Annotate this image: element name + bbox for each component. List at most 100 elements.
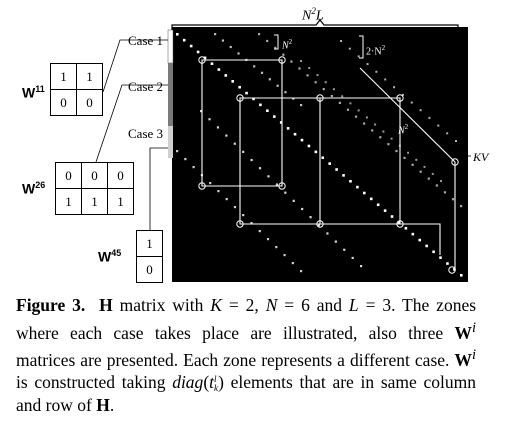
h-matrix-diagram bbox=[94, 19, 471, 282]
matrix-element bbox=[335, 168, 338, 171]
matrix-element bbox=[196, 50, 200, 54]
matrix-element bbox=[446, 132, 449, 135]
matrix-element bbox=[428, 116, 431, 119]
matrix-element bbox=[326, 232, 329, 235]
matrix-element bbox=[340, 40, 342, 42]
caption-t-sub: k bbox=[214, 383, 219, 394]
matrix-element bbox=[217, 68, 221, 71]
matrix-element bbox=[343, 248, 346, 251]
matrix-element bbox=[184, 158, 187, 161]
matrix-element bbox=[374, 123, 377, 126]
matrix-element bbox=[250, 222, 253, 225]
w26-name: W26 bbox=[22, 180, 46, 197]
matrix-element bbox=[276, 84, 279, 87]
w11-cell: 0 bbox=[50, 89, 77, 116]
matrix-element bbox=[258, 167, 262, 170]
matrix-element bbox=[455, 140, 457, 142]
matrix-element bbox=[410, 101, 413, 104]
matrix-element bbox=[404, 226, 408, 230]
w11-name: W11 bbox=[22, 84, 45, 101]
matrix-element bbox=[322, 88, 325, 91]
w26-cell: 1 bbox=[107, 188, 134, 215]
matrix-element bbox=[393, 86, 396, 89]
figure-caption: Figure 3. H matrix with K = 2, N = 6 and… bbox=[16, 295, 477, 415]
matrix-element bbox=[221, 39, 225, 42]
matrix-element bbox=[342, 174, 345, 177]
caption-text: is constructed taking bbox=[16, 372, 173, 393]
matrix-element bbox=[407, 151, 410, 154]
matrix-element bbox=[435, 184, 438, 187]
matrix-element bbox=[349, 179, 352, 183]
matrix-element bbox=[253, 65, 256, 68]
matrix-element bbox=[245, 91, 248, 95]
matrix-element bbox=[275, 246, 278, 249]
caption-text: elements that are in same column and row… bbox=[16, 372, 476, 415]
n2-label: N2 bbox=[282, 38, 293, 52]
matrix-element bbox=[189, 44, 193, 48]
matrix-element bbox=[274, 46, 277, 49]
case2-leader bbox=[94, 84, 168, 166]
caption-text: matrices are presented. Each zone repres… bbox=[16, 349, 455, 370]
matrix-element bbox=[425, 244, 428, 248]
matrix-element bbox=[411, 232, 415, 236]
matrix-element bbox=[395, 149, 398, 153]
matrix-element bbox=[403, 156, 406, 160]
matrix-element bbox=[258, 230, 261, 233]
matrix-element bbox=[176, 150, 179, 153]
matrix-element bbox=[451, 198, 455, 201]
matrix-element bbox=[397, 221, 401, 224]
matrix-element bbox=[231, 80, 235, 83]
case1-zone bbox=[167, 29, 174, 64]
matrix-element bbox=[351, 256, 354, 260]
matrix-element bbox=[275, 183, 278, 186]
matrix-element bbox=[266, 238, 270, 241]
two-n2-marker bbox=[359, 35, 364, 59]
matrix-element bbox=[348, 47, 351, 50]
matrix-element bbox=[290, 60, 293, 63]
matrix-element bbox=[314, 150, 318, 154]
caption-w: W bbox=[454, 349, 472, 370]
caption-text: matrix with bbox=[112, 295, 211, 315]
matrix-element bbox=[258, 33, 261, 36]
matrix-element bbox=[292, 97, 295, 100]
matrix-element bbox=[237, 52, 240, 55]
matrix-element bbox=[390, 215, 394, 218]
matrix-element bbox=[242, 214, 245, 217]
matrix-element bbox=[314, 81, 317, 84]
case1-label: Case 1 bbox=[128, 33, 164, 48]
matrix-element bbox=[210, 62, 214, 65]
matrix-element bbox=[300, 60, 302, 62]
figure: N2L Case 1 Case 2 Case 3 N2 2·N2 N2 KV W… bbox=[22, 6, 488, 283]
matrix-element bbox=[252, 97, 255, 101]
matrix-element bbox=[330, 94, 333, 98]
matrix-element bbox=[334, 240, 337, 243]
matrix-element bbox=[214, 33, 217, 36]
caption-diag: diag bbox=[172, 372, 204, 393]
matrix-element bbox=[208, 118, 211, 121]
matrix-element bbox=[366, 63, 369, 66]
matrix-element bbox=[301, 207, 304, 211]
matrix-element bbox=[382, 130, 385, 133]
caption-text: = 3. The zones where each case takes pla… bbox=[16, 295, 477, 343]
matrix-element bbox=[266, 39, 269, 43]
w45-cell: 1 bbox=[136, 230, 163, 257]
matrix-element bbox=[192, 166, 195, 169]
caption-k: K bbox=[210, 295, 222, 315]
matrix-element bbox=[360, 265, 363, 268]
matrix-element bbox=[453, 268, 456, 271]
matrix-element bbox=[284, 191, 287, 194]
matrix-element bbox=[419, 170, 422, 173]
matrix-element bbox=[418, 238, 422, 242]
w45-cell: 0 bbox=[136, 256, 163, 283]
top-dimension-label: N2L bbox=[302, 6, 324, 24]
matrix-element bbox=[384, 78, 387, 81]
matrix-element bbox=[291, 262, 294, 265]
caption-text: = 2, bbox=[221, 295, 266, 315]
matrix-element bbox=[182, 38, 186, 42]
matrix-element bbox=[338, 101, 341, 104]
two-n2-label: 2·N2 bbox=[366, 44, 386, 58]
matrix-element bbox=[300, 270, 303, 273]
matrix-element bbox=[283, 254, 286, 257]
